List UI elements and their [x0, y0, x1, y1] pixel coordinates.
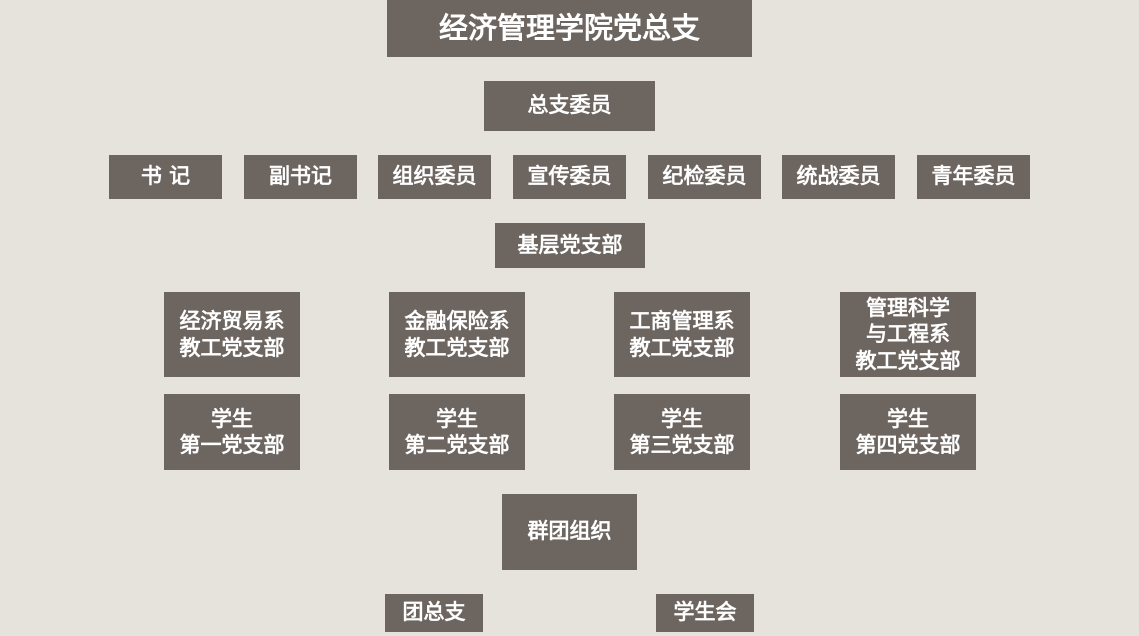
member-discipline: 纪检委员: [648, 155, 761, 199]
org-title: 经济管理学院党总支: [387, 0, 752, 57]
student-branch-1: 学生 第一党支部: [164, 394, 300, 470]
student-branch-2: 学生 第二党支部: [389, 394, 525, 470]
mass-organizations: 群团组织: [502, 494, 637, 570]
faculty-branch-finance-insurance: 金融保险系 教工党支部: [389, 292, 525, 377]
member-deputy-secretary: 副书记: [244, 155, 357, 199]
member-united-front: 统战委员: [782, 155, 895, 199]
faculty-branch-management-science: 管理科学 与工程系 教工党支部: [840, 292, 976, 377]
student-union: 学生会: [656, 594, 754, 632]
grassroots-branches: 基层党支部: [495, 223, 645, 268]
student-branch-3: 学生 第三党支部: [614, 394, 750, 470]
faculty-branch-business-admin: 工商管理系 教工党支部: [614, 292, 750, 377]
member-publicity: 宣传委员: [513, 155, 626, 199]
member-organization: 组织委员: [378, 155, 491, 199]
faculty-branch-economics-trade: 经济贸易系 教工党支部: [164, 292, 300, 377]
member-secretary: 书 记: [109, 155, 222, 199]
league-branch: 团总支: [385, 594, 483, 632]
committee-box: 总支委员: [484, 81, 655, 131]
member-youth: 青年委员: [917, 155, 1030, 199]
student-branch-4: 学生 第四党支部: [840, 394, 976, 470]
